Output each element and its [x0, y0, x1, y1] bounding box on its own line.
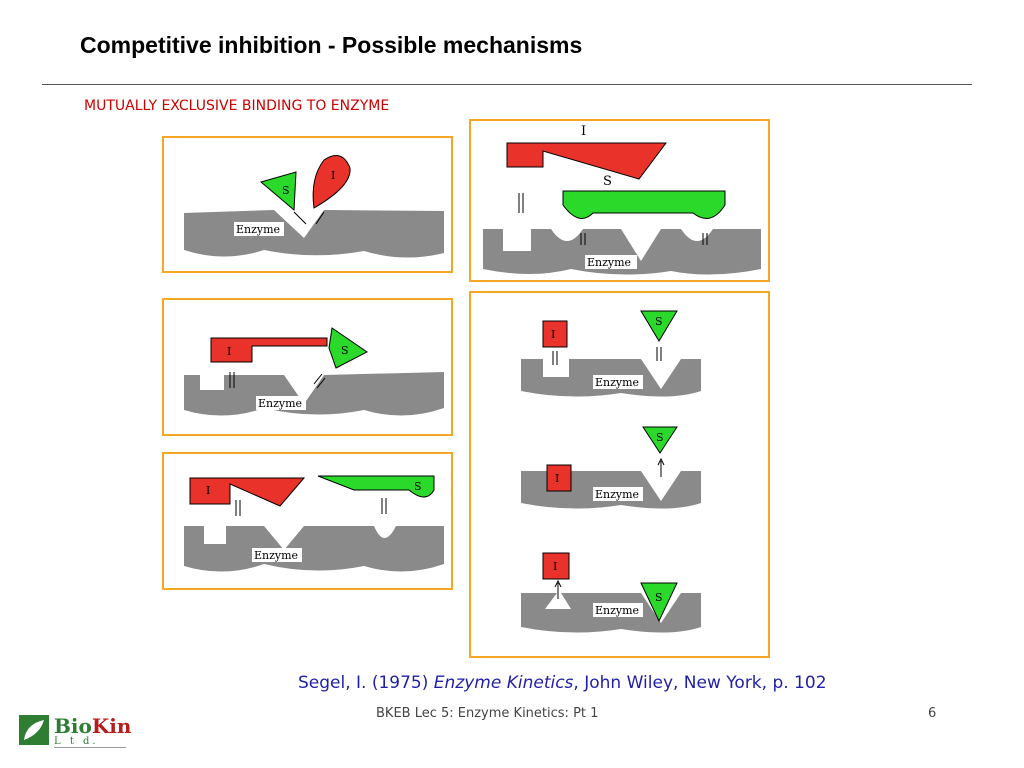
inhibitor-shape [546, 464, 572, 492]
inhibitor-shape [542, 320, 568, 348]
inhibitor-label: I [551, 328, 555, 341]
inhibitor-label: I [555, 472, 559, 485]
enzyme-label: Enzyme [258, 397, 302, 410]
binding-arrows [518, 193, 708, 245]
title-divider [42, 84, 972, 85]
diagram-panel-conformational: I S Enzyme S I Enzyme I S Enzyme [469, 291, 770, 658]
slide-title: Competitive inhibition - Possible mechan… [80, 32, 583, 58]
enzyme-label-bg [593, 603, 643, 617]
inhibitor-shape [189, 477, 306, 507]
enzyme-label: Enzyme [236, 223, 280, 236]
substrate-label: S [655, 591, 663, 604]
binding-arrows [552, 347, 662, 365]
substrate-shape [317, 475, 435, 498]
inhibitor-shape [312, 155, 351, 209]
page-number: 6 [928, 706, 937, 721]
substrate-shape [640, 582, 678, 623]
citation-book-title: Enzyme Kinetics [433, 673, 574, 693]
substrate-shape [640, 310, 678, 342]
substrate-label: S [655, 315, 663, 328]
enzyme-label-bg [252, 548, 302, 562]
leaf-icon [19, 715, 49, 745]
inhibitor-label-top: I [581, 124, 586, 139]
inhibitor-shape [210, 337, 328, 363]
inhibitor-label: I [553, 560, 557, 573]
enzyme-label: Enzyme [595, 376, 639, 389]
citation-publisher: , John Wiley, New York, p. 102 [573, 673, 827, 693]
inhibitor-shape [506, 142, 667, 180]
inhibitor-label: I [227, 345, 231, 358]
enzyme-label: Enzyme [587, 256, 631, 269]
substrate-shape [328, 327, 368, 369]
substrate-shape [642, 426, 678, 454]
binding-arrows [229, 372, 326, 389]
inhibitor-label: I [331, 169, 335, 182]
enzyme-surface [184, 210, 444, 258]
binding-arrows [554, 579, 562, 599]
enzyme-surface [184, 526, 444, 572]
substrate-label: S [414, 480, 422, 493]
citation-author: Segel, I. (1975) [298, 673, 434, 693]
citation: Segel, I. (1975) Enzyme Kinetics, John W… [298, 673, 827, 693]
substrate-label-top: S [603, 174, 612, 189]
enzyme-label: Enzyme [595, 604, 639, 617]
binding-arrows [293, 211, 325, 225]
substrate-label: S [282, 184, 290, 197]
enzyme-label-bg [585, 255, 637, 269]
inhibitor-label: I [206, 484, 210, 497]
binding-arrows [235, 498, 387, 516]
substrate-label: S [341, 344, 349, 357]
enzyme-label-bg [234, 222, 284, 236]
logo-kin: Kin [91, 714, 132, 738]
enzyme-label-bg [593, 375, 643, 389]
inhibitor-shape [542, 552, 570, 580]
section-subtitle: MUTUALLY EXCLUSIVE BINDING TO ENZYME [84, 98, 390, 114]
diagram-panel-overlapping: Enzyme I S [162, 452, 453, 590]
diagram-panel-steric: Enzyme I S [162, 298, 453, 436]
logo-ltd: L t d. [54, 736, 99, 747]
enzyme-surface [483, 229, 761, 275]
diagram-panel-same-site: Enzyme S I [162, 136, 453, 273]
diagram-panel-shared-region: I S Enzyme [469, 119, 770, 282]
footer-text: BKEB Lec 5: Enzyme Kinetics: Pt 1 [376, 706, 599, 721]
binding-arrows [657, 457, 665, 477]
enzyme-label-bg [593, 487, 643, 501]
logo-wordmark: BioKin [54, 714, 131, 738]
enzyme-surface [184, 372, 444, 416]
substrate-shape [562, 190, 726, 219]
enzyme-label: Enzyme [254, 549, 298, 562]
logo-underline [54, 747, 126, 748]
logo-bio: Bio [54, 714, 92, 738]
biokin-logo: BioKin L t d. [18, 714, 131, 750]
enzyme-label-bg [256, 396, 306, 410]
substrate-label: S [656, 431, 664, 444]
enzyme-label: Enzyme [595, 488, 639, 501]
substrate-shape [259, 171, 297, 212]
